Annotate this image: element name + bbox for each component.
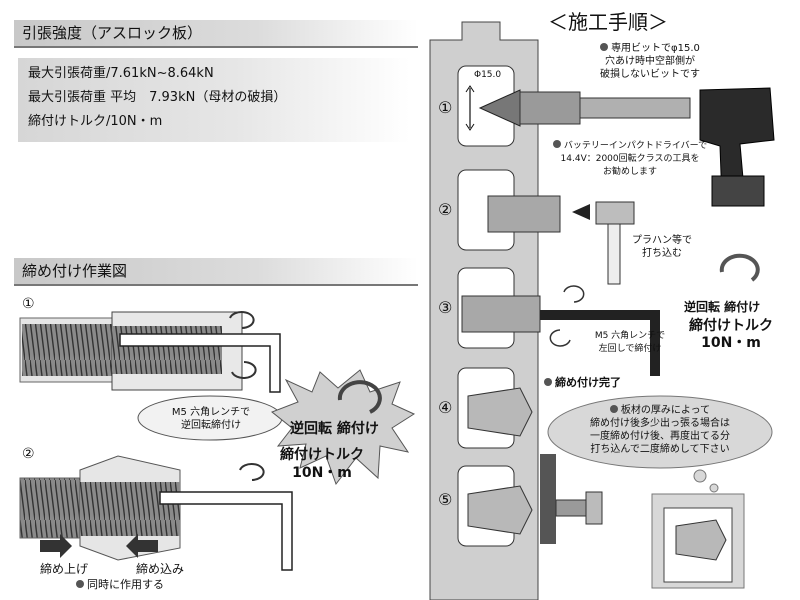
arrow-right-icon (40, 534, 72, 558)
bullet-icon (552, 140, 561, 148)
cloud-note: 板材の厚みによって 締め付け後多少出っ張る場合は 一度締め付け後、再度出てる分 … (590, 405, 730, 455)
hammer-head (595, 201, 635, 225)
work-step-1: ① (22, 296, 35, 312)
step-5-num: ⑤ (438, 490, 453, 509)
battery-pack (711, 175, 765, 207)
work-step-2: ② (22, 446, 35, 462)
anchor-sleeve-2 (487, 195, 561, 233)
rotate-arrow-icon (563, 285, 585, 303)
bit-note: 専用ビットでφ15.0 穴あけ時中空部側が 破損しないビットです (600, 43, 700, 80)
spec-panel: 最大引張荷重/7.61kN~8.64kN 最大引張荷重 平均 7.93kN（母材… (18, 58, 410, 142)
bullet-icon (609, 405, 618, 413)
work-diagram-heading: 締め付け作業図 (14, 258, 418, 286)
step-2-num: ② (438, 200, 453, 219)
mounting-plate (540, 454, 556, 544)
rotate-arrow-icon (549, 329, 571, 347)
diameter-label: Φ15.0 (474, 70, 502, 80)
arrow-left-icon (572, 204, 590, 220)
wrench-bubble-text: M5 六角レンチで 逆回転締付け (171, 407, 251, 431)
expanded-anchor-5 (467, 485, 533, 535)
tighten-up-label: 締め上げ (40, 562, 89, 576)
rotate-arrow-icon (337, 380, 382, 414)
spec-max-load: 最大引張荷重/7.61kN~8.64kN (28, 66, 214, 81)
step-4-num: ④ (438, 398, 453, 417)
procedure-title: ＜施工手順＞ (548, 10, 668, 34)
spec-torque: 締付けトルク/10N・m (28, 114, 163, 129)
rotate-arrow-icon (229, 311, 255, 329)
bullet-icon (544, 378, 552, 386)
reverse-label: 逆回転 締付け (684, 300, 761, 314)
procedure-torque-label: 締付けトルク 10N・m (689, 318, 773, 351)
rotate-arrow-icon (239, 463, 265, 481)
complete-label: 締め付け完了 (544, 374, 621, 390)
hammer-handle (607, 223, 621, 285)
note-cloud (547, 395, 773, 469)
simultaneous-note: 同時に作用する (76, 576, 164, 592)
hex-wrench-1 (119, 333, 281, 393)
arrow-left-icon (126, 534, 158, 558)
hammer-note: プラハン等で 打ち込む (632, 235, 692, 259)
step-3-num: ③ (438, 298, 453, 317)
driver-note: バッテリーインパクトドライバーで 14.4V：2000回転クラスの工具を お勧め… (540, 140, 720, 179)
wrench-note: M5 六角レンチで 左回しで締付け (594, 331, 666, 354)
tighten-in-label: 締め込み (136, 562, 185, 576)
spec-avg-load: 最大引張荷重 平均 7.93kN（母材の破損） (28, 90, 287, 105)
thread-rod-1 (22, 324, 122, 376)
bullet-icon (76, 580, 84, 588)
expanded-anchor-4 (467, 387, 533, 437)
rotate-arrow-icon (231, 361, 257, 379)
step-1-num: ① (438, 98, 453, 117)
burst-label: 逆回転 締付け (290, 421, 379, 437)
hex-wrench-2 (159, 491, 293, 571)
inset-anchor (675, 519, 727, 561)
hex-wrench-3 (540, 310, 660, 376)
drill-shaft (579, 97, 691, 119)
tensile-heading: 引張強度（アスロック板） (14, 20, 418, 48)
rotate-arrow-icon (719, 253, 760, 282)
anchor-sleeve-3 (461, 295, 541, 333)
work-torque-label: 締付けトルク 10N・m (280, 447, 364, 481)
bolt-head (585, 491, 603, 525)
bullet-icon (600, 43, 609, 51)
